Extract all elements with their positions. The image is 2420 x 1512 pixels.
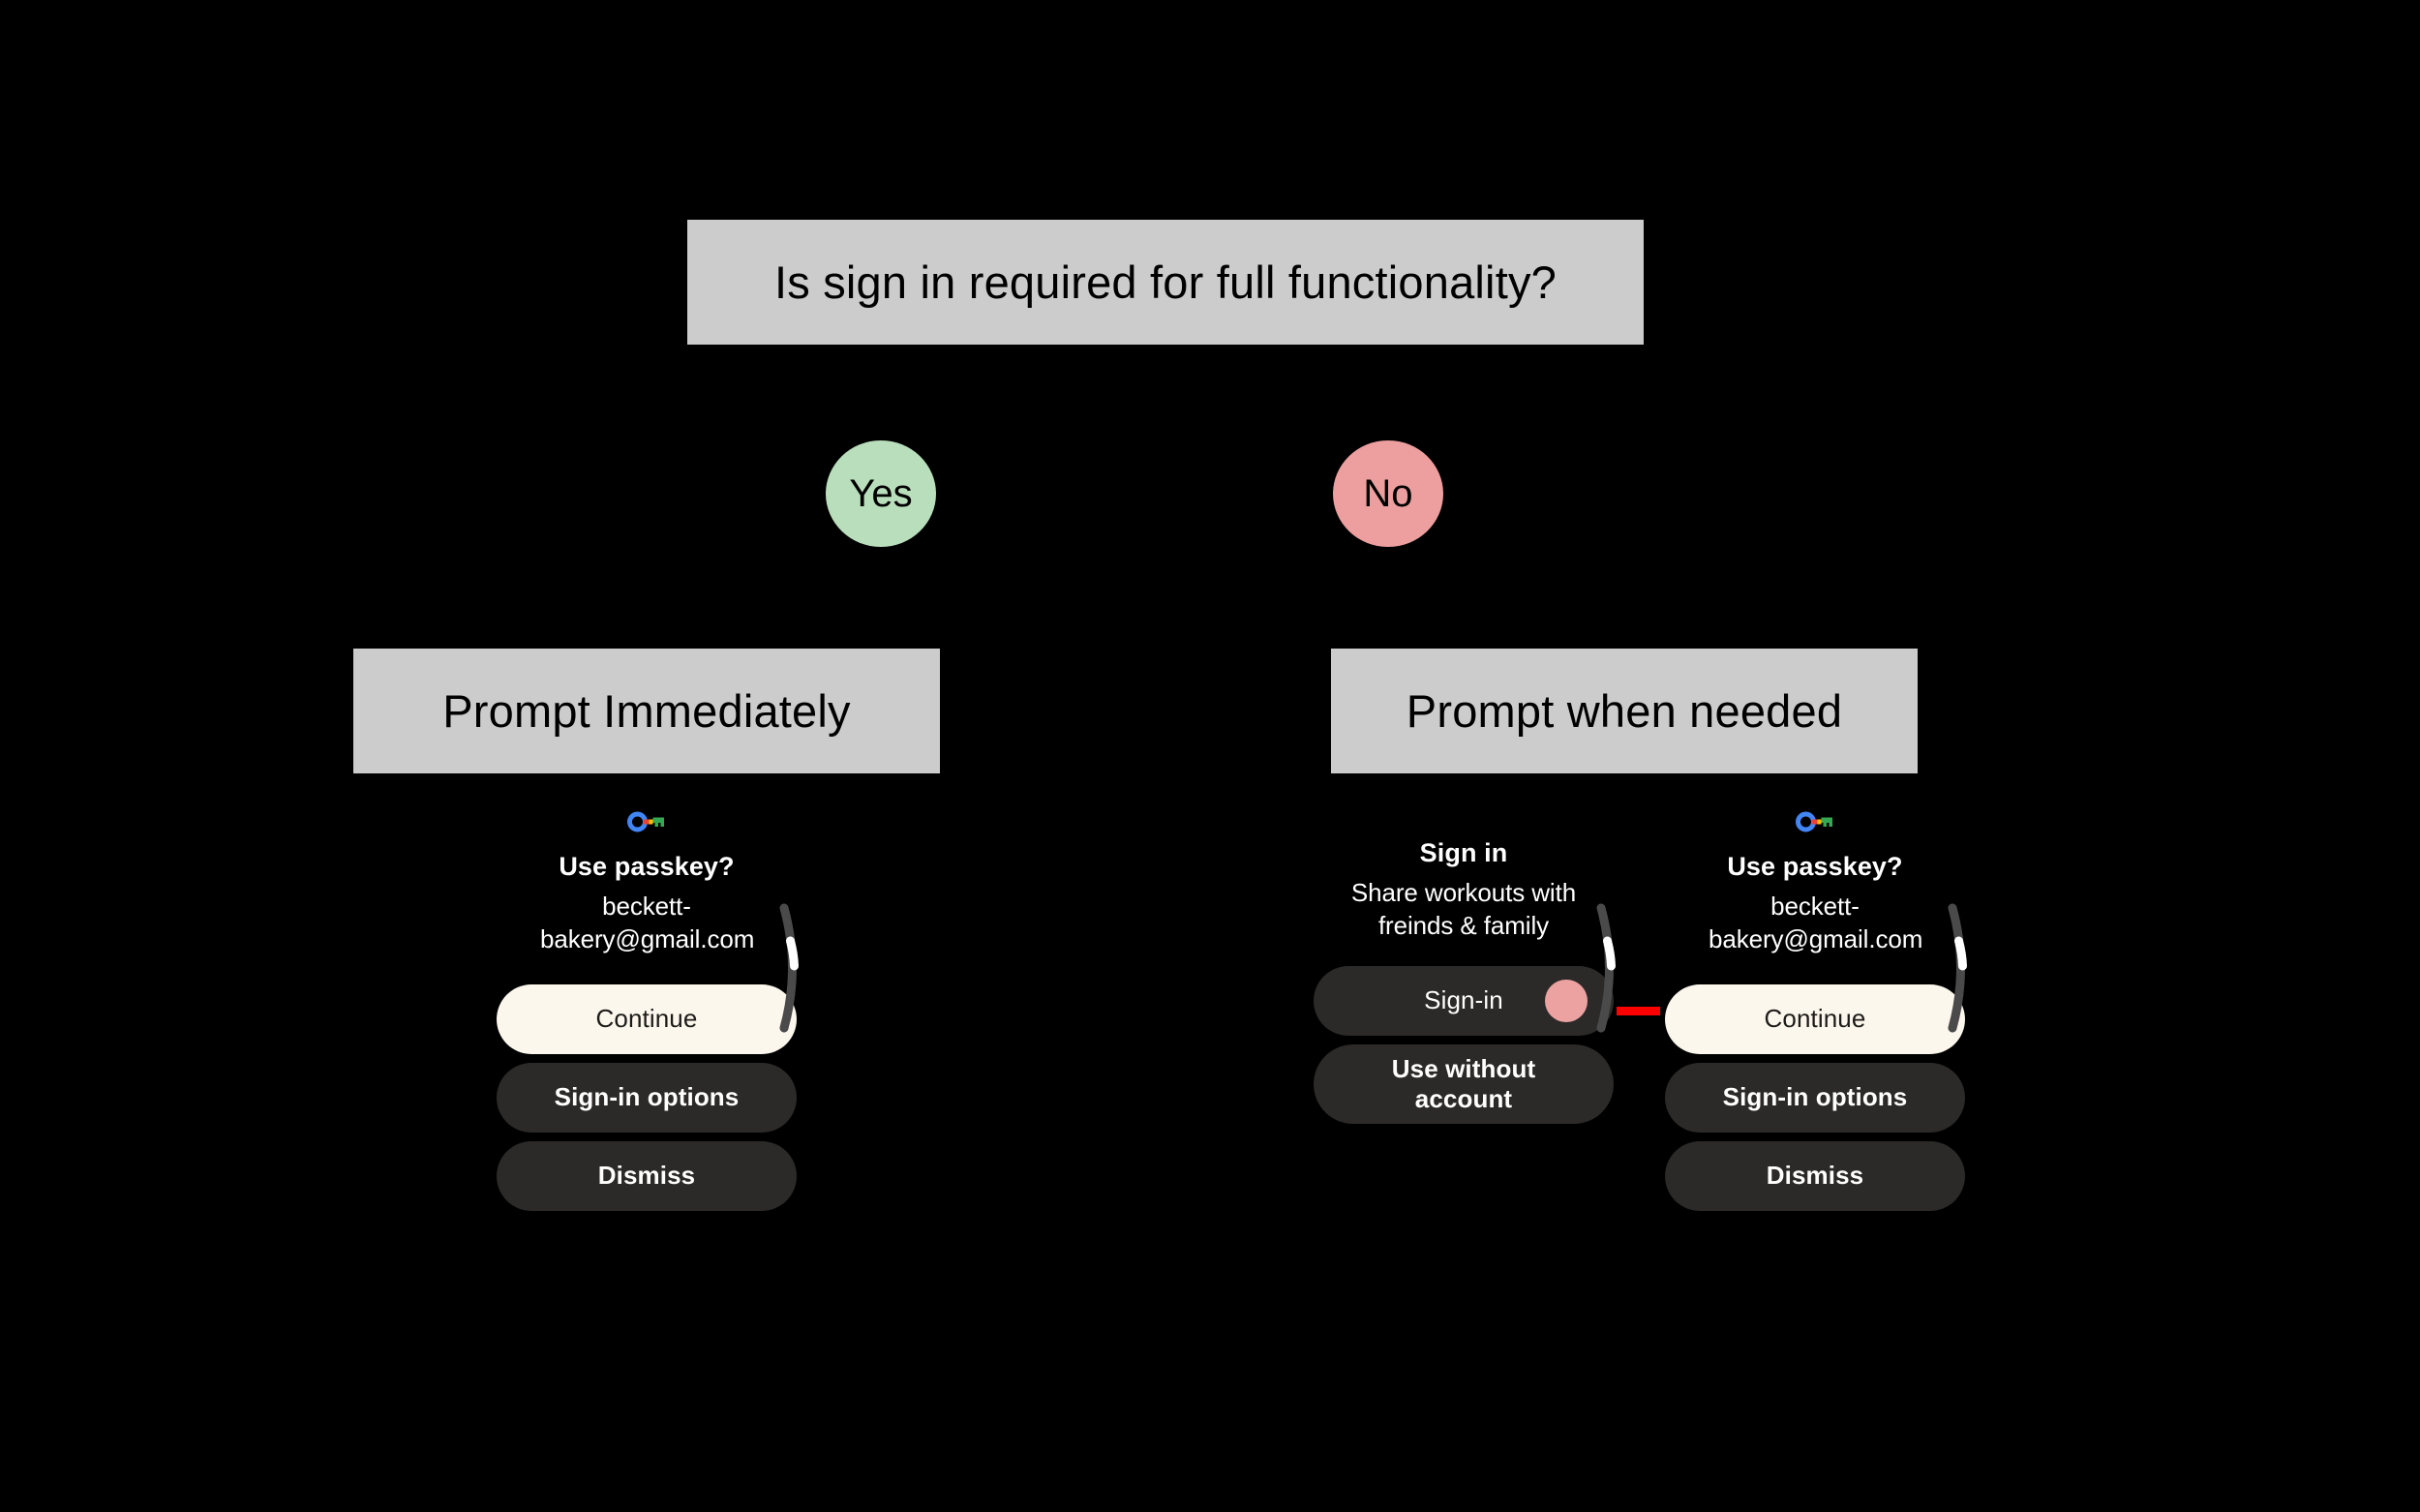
passkey-title-left: Use passkey? [559,852,735,881]
google-passkey-icon [1796,811,1834,837]
signin-subtitle: Share workouts with freinds & family [1350,878,1577,940]
connector-question-to-yes [1164,345,1166,395]
passkey-account-right: beckett-bakery@gmail.com [1709,892,1923,953]
connector-yes-to-outcome [879,547,882,650]
flow-branch-label-no: No [1333,440,1443,547]
passkey-account-left: beckett-bakery@gmail.com [540,892,755,953]
sign-in-options-button-left[interactable]: Sign-in options [497,1062,797,1133]
connector-no-horizontal [1164,393,1388,396]
continue-button-left[interactable]: Continue [497,983,797,1054]
connector-yes-down [879,393,882,443]
watch-screen-passkey-right: Use passkey? beckett-bakery@gmail.com Co… [1660,811,1970,1295]
scrollbar-arc-right[interactable] [1944,900,1979,1036]
scrollbar-arc-middle[interactable] [1592,900,1627,1036]
flow-node-prompt-when-needed: Prompt when needed [1331,649,1918,773]
signin-title: Sign in [1419,838,1508,867]
watch-screen-signin: Sign in Share workouts with freinds & fa… [1309,811,1618,1295]
connector-no-down [1385,393,1388,443]
flow-branch-label-yes: Yes [826,440,936,547]
dismiss-button-right[interactable]: Dismiss [1665,1140,1965,1211]
google-passkey-icon [627,811,666,837]
connector-yes-horizontal [879,393,1165,396]
watch-screen-passkey-left: Use passkey? beckett-bakery@gmail.com Co… [492,811,802,1295]
sign-in-options-button-right[interactable]: Sign-in options [1665,1062,1965,1133]
continue-button-right[interactable]: Continue [1665,983,1965,1054]
dismiss-button-left[interactable]: Dismiss [497,1140,797,1211]
sign-in-button[interactable]: Sign-in [1314,965,1614,1036]
touch-indicator-dot [1545,979,1588,1022]
flow-node-question: Is sign in required for full functionali… [687,220,1644,345]
flow-node-prompt-immediately: Prompt Immediately [353,649,940,773]
connector-no-to-outcome [1385,547,1388,650]
scrollbar-arc-left[interactable] [775,900,810,1036]
passkey-title-right: Use passkey? [1727,852,1903,881]
sign-in-button-label: Sign-in [1424,985,1503,1015]
use-without-account-button[interactable]: Use without account [1314,1043,1614,1124]
use-without-account-label: Use without account [1391,1053,1536,1113]
